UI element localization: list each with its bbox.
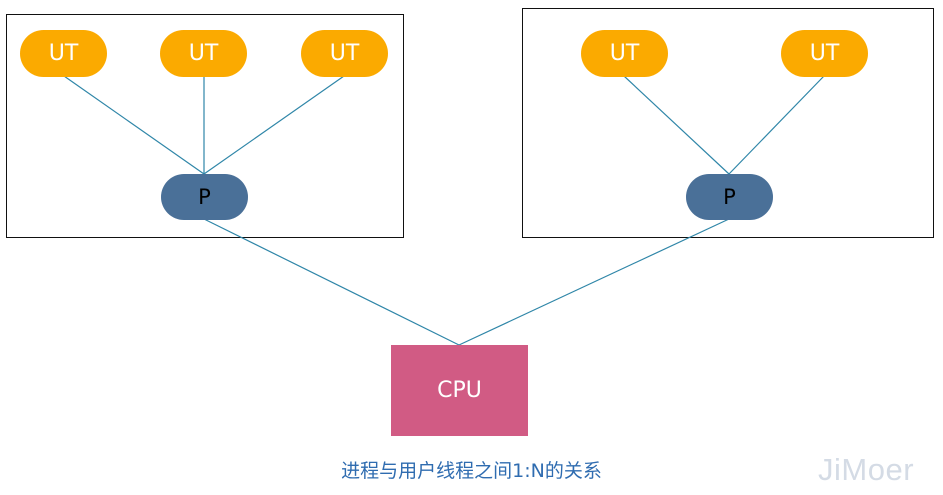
- user-thread-label: UT: [329, 41, 360, 66]
- edge-ut1-p-left: [63, 75, 205, 175]
- edge-ut1-p-right: [623, 75, 730, 175]
- user-thread-label: UT: [609, 41, 640, 66]
- user-thread-node: UT: [160, 30, 247, 77]
- edge-p-right-cpu: [458, 218, 730, 346]
- edge-ut3-p-left: [203, 75, 345, 175]
- watermark: JiMoer: [818, 452, 915, 487]
- user-thread-node: UT: [301, 30, 388, 77]
- diagram-caption: 进程与用户线程之间1:N的关系: [341, 460, 602, 482]
- process-node: P: [686, 174, 773, 220]
- user-thread-label: UT: [188, 41, 219, 66]
- user-thread-node: UT: [581, 30, 668, 77]
- user-thread-label: UT: [809, 41, 840, 66]
- user-thread-node: UT: [20, 30, 107, 77]
- cpu-node: CPU: [391, 345, 528, 436]
- user-thread-label: UT: [48, 41, 79, 66]
- process-node: P: [161, 174, 248, 220]
- process-label: P: [723, 185, 736, 209]
- edge-ut2-p-right: [728, 75, 825, 175]
- cpu-label: CPU: [437, 378, 482, 403]
- process-label: P: [198, 185, 211, 209]
- edge-p-left-cpu: [203, 218, 460, 346]
- user-thread-node: UT: [781, 30, 868, 77]
